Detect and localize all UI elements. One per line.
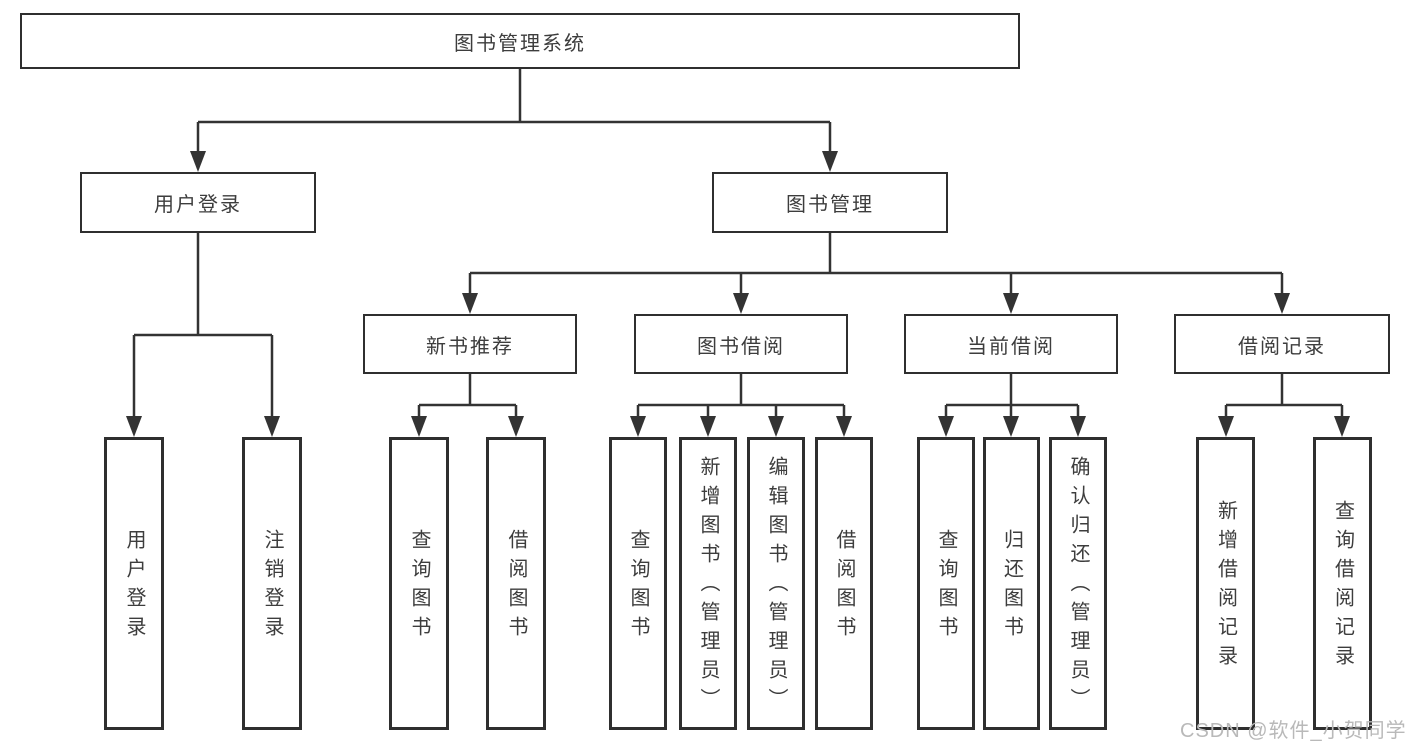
- leaf-borrow-query-book: 查询图书: [609, 437, 667, 730]
- leaf-recommend-borrow-book: 借阅图书: [486, 437, 546, 730]
- leaf-records-add-record: 新增借阅记录: [1196, 437, 1255, 730]
- leaf-logout: 注销登录: [242, 437, 302, 730]
- node-book-management-branch: 图书管理: [712, 172, 948, 233]
- leaf-borrow-borrow-book: 借阅图书: [815, 437, 873, 730]
- node-book-borrow: 图书借阅: [634, 314, 848, 374]
- leaf-borrow-add-book-admin: 新增图书（管理员）: [679, 437, 737, 730]
- leaf-recommend-query-book: 查询图书: [389, 437, 449, 730]
- leaf-records-query-record: 查询借阅记录: [1313, 437, 1372, 730]
- node-current-borrow: 当前借阅: [904, 314, 1118, 374]
- node-new-book-recommend: 新书推荐: [363, 314, 577, 374]
- leaf-current-confirm-return-admin: 确认归还（管理员）: [1049, 437, 1107, 730]
- leaf-current-return-book: 归还图书: [983, 437, 1040, 730]
- node-borrow-records: 借阅记录: [1174, 314, 1390, 374]
- leaf-borrow-edit-book-admin: 编辑图书（管理员）: [747, 437, 805, 730]
- leaf-current-query-book: 查询图书: [917, 437, 975, 730]
- leaf-user-login: 用户登录: [104, 437, 164, 730]
- node-root: 图书管理系统: [20, 13, 1020, 69]
- node-user-login-branch: 用户登录: [80, 172, 316, 233]
- watermark: CSDN @软件_小贺同学: [1180, 720, 1405, 742]
